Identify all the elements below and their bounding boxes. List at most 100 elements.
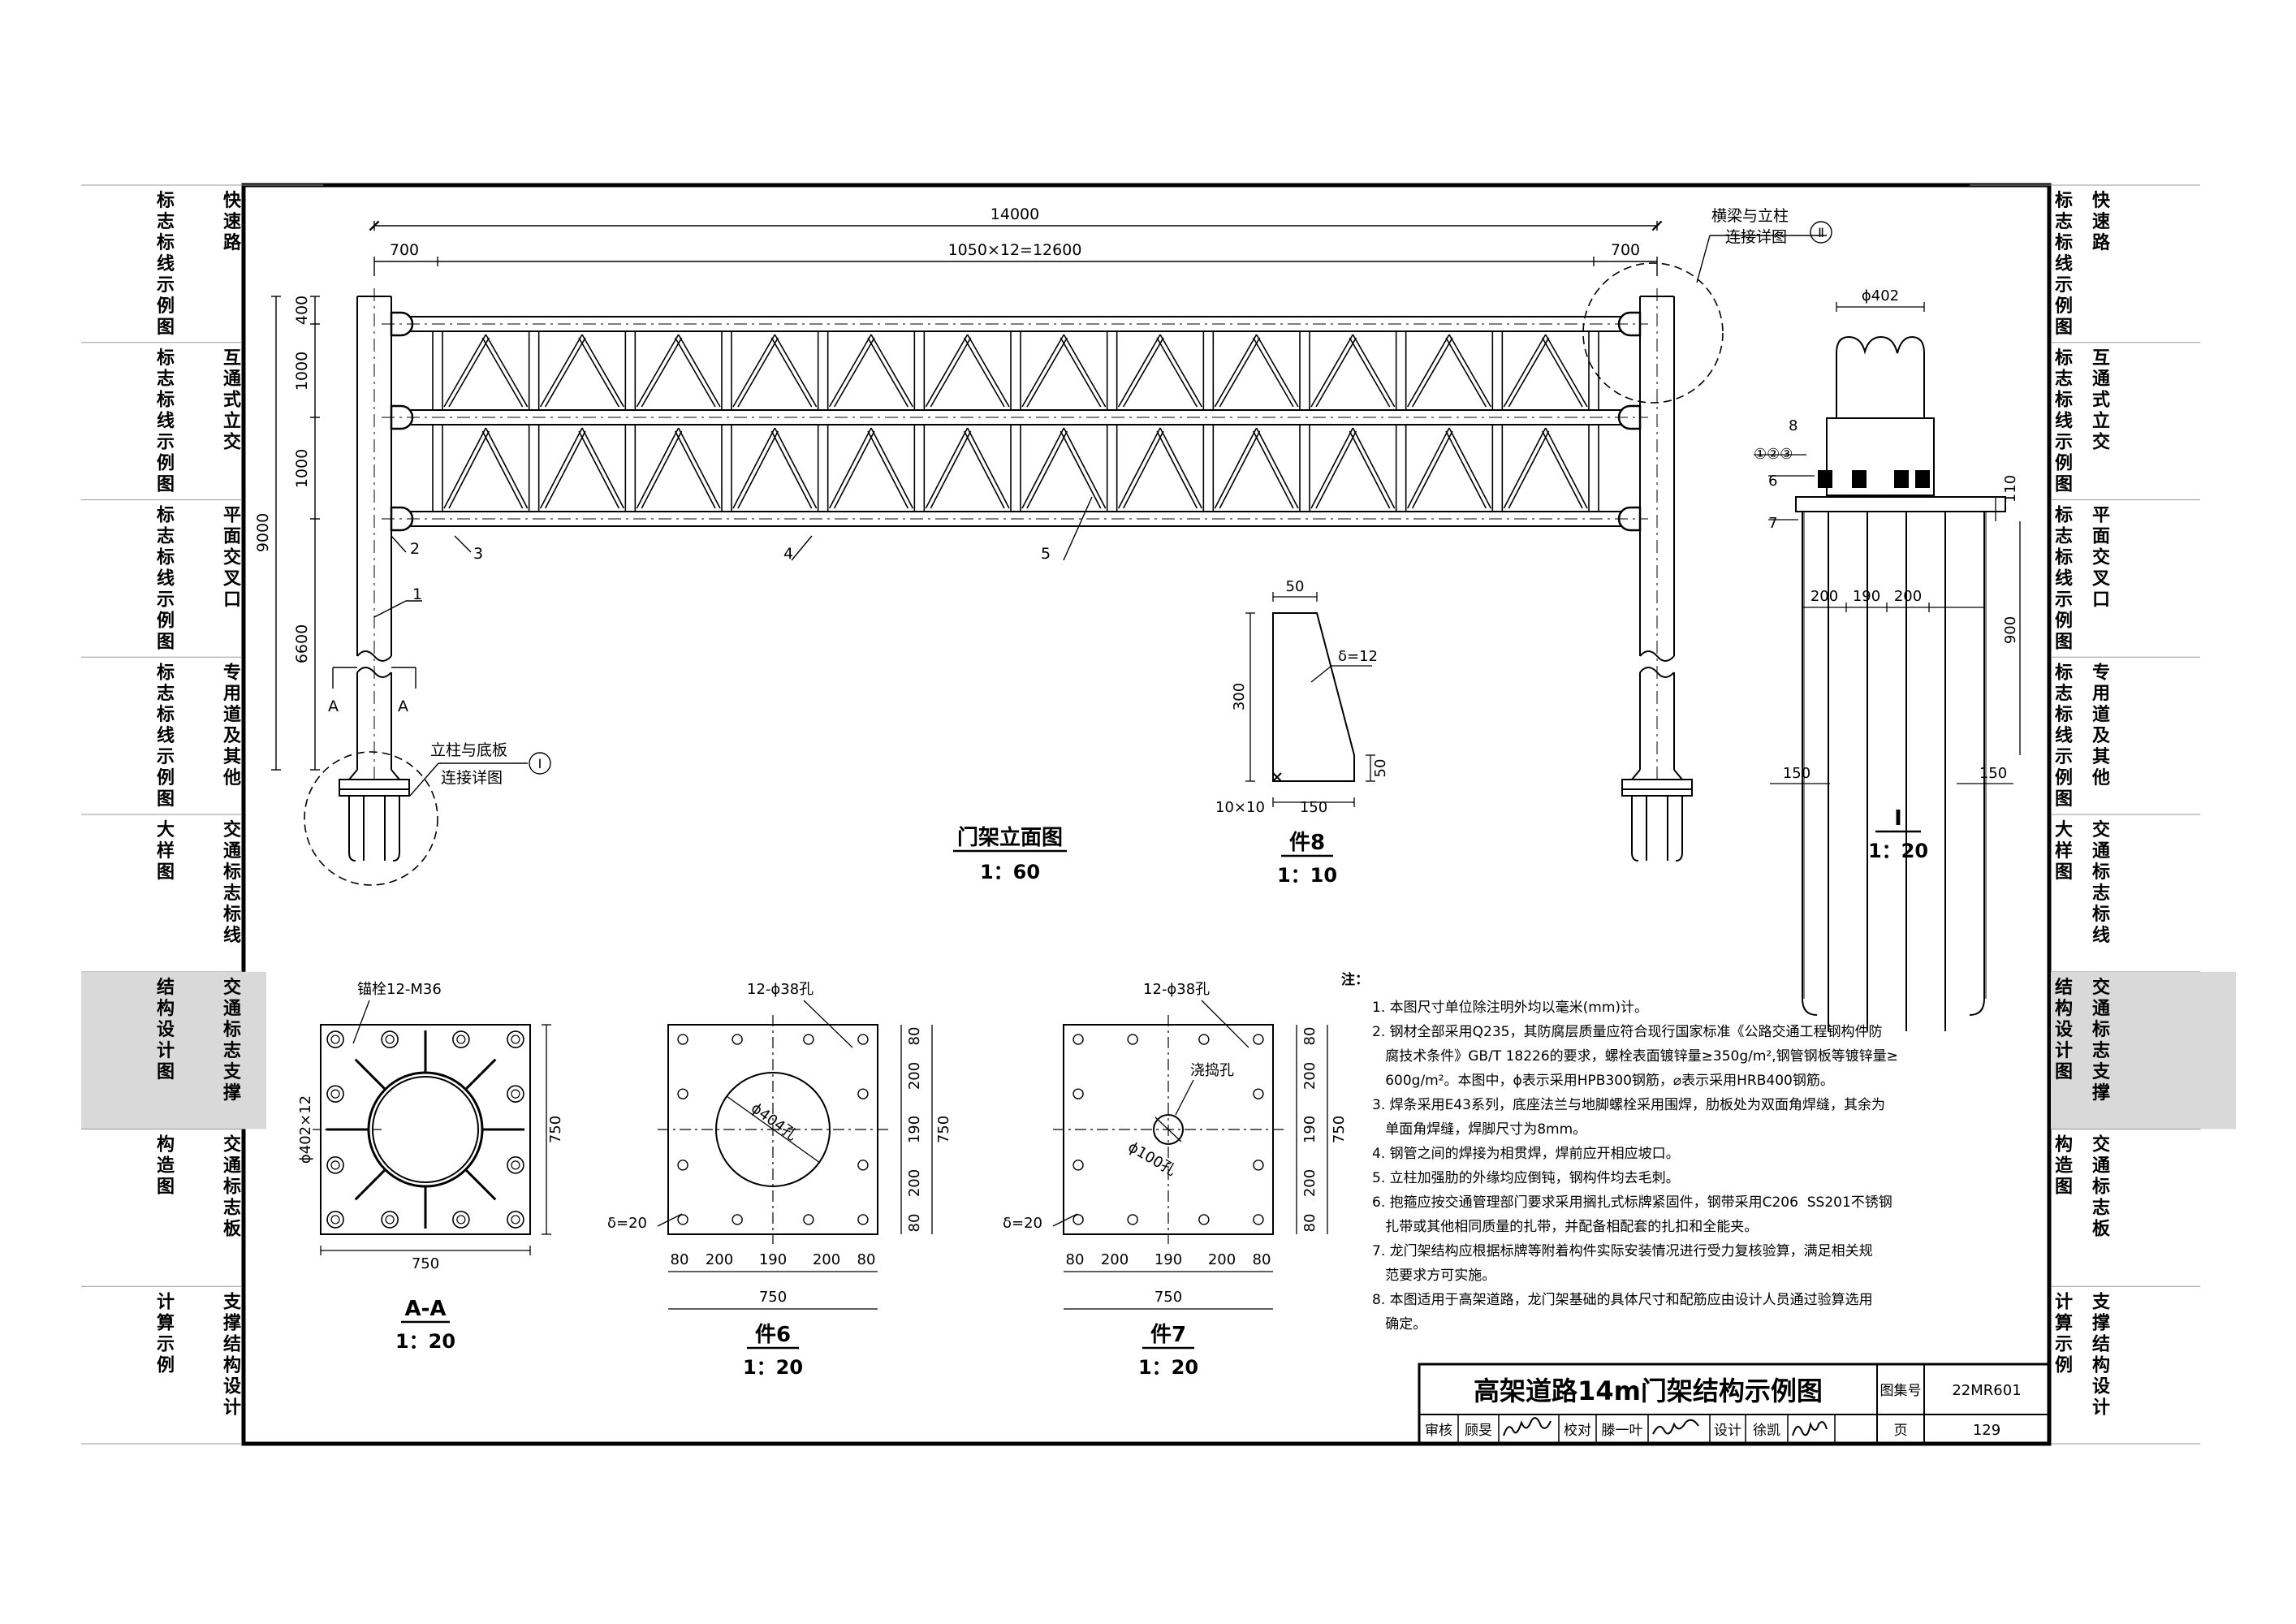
page-number: 129	[1973, 1422, 2000, 1439]
side-tab-1[interactable]	[81, 185, 266, 343]
p7-h-dim-1: 200	[1101, 1251, 1129, 1268]
d1-scale: 1：20	[1868, 840, 1928, 862]
p7-v-total: 750	[1331, 1116, 1348, 1143]
side-tab-5[interactable]	[2051, 814, 2236, 972]
truss-diagonal	[966, 334, 1010, 408]
p8-dim-50-top: 50	[1286, 578, 1305, 595]
side-tab-char: 设	[2092, 1376, 2110, 1397]
side-tab-char: 通	[2092, 841, 2110, 862]
p7-h-dim-2: 190	[1154, 1251, 1182, 1268]
side-tab-char: 交	[223, 819, 241, 840]
side-tab-2[interactable]	[81, 343, 266, 500]
p8-dim-50-right: 50	[1372, 759, 1389, 778]
side-tab-3[interactable]	[2051, 500, 2236, 658]
truss-diagonal	[1063, 427, 1107, 509]
side-tab-char: 及	[2092, 726, 2111, 746]
side-tab-char: 图	[157, 1177, 175, 1198]
p6-h-dim-3: 200	[813, 1251, 840, 1268]
truss-diagonal	[1445, 430, 1487, 509]
side-tab-6[interactable]	[2051, 972, 2236, 1129]
anchor-bolt-core	[456, 1215, 466, 1224]
side-tab-char: 例	[2055, 454, 2073, 474]
p7-h-dim-3: 200	[1208, 1251, 1236, 1268]
side-tab-8[interactable]	[2051, 1286, 2236, 1444]
section-aa-drawing	[313, 1000, 551, 1255]
side-tab-4[interactable]	[2051, 657, 2236, 814]
aa-bolt-label: 锚栓12-M36	[357, 981, 442, 998]
detail-circle-bottom	[304, 751, 438, 886]
truss-diagonal	[641, 337, 683, 408]
side-tab-char: 志	[2092, 1041, 2110, 1061]
truss-diagonal	[870, 334, 914, 408]
p7-delta: δ=20	[1003, 1215, 1042, 1232]
side-tab-char: 平	[2092, 506, 2110, 526]
side-tab-char: 线	[157, 253, 175, 274]
p7-v-dim-3: 200	[1301, 1169, 1318, 1197]
atlas-label: 图集号	[1880, 1383, 1922, 1399]
truss-diagonal	[1503, 334, 1547, 408]
side-tab-char: 标	[2055, 662, 2073, 683]
side-tab-char: 板	[223, 1220, 242, 1240]
side-tab-7[interactable]	[81, 1129, 266, 1287]
side-tab-char: 速	[223, 211, 241, 232]
side-tab-2[interactable]	[2051, 343, 2236, 500]
p7-hole-label: 12-ϕ38孔	[1143, 981, 1210, 998]
truss-diagonal	[1544, 334, 1588, 408]
elevation-text: 14000 700 1050×12=12600 700 400 1000 100…	[254, 205, 1832, 883]
side-tab-char: 及	[223, 726, 242, 746]
d1-dim-200a: 200	[1810, 588, 1838, 605]
side-tab-char: 板	[2092, 1220, 2111, 1240]
side-tab-char: 速	[2092, 211, 2110, 232]
side-tab-char: 标	[157, 232, 175, 253]
side-tab-char: 结	[157, 977, 175, 998]
check-label: 校对	[1564, 1423, 1591, 1439]
p6-scale: 1：20	[743, 1356, 803, 1379]
side-tab-char: 标	[157, 704, 175, 725]
side-tab-char: 示	[2055, 590, 2073, 610]
d1-phi: ϕ402	[1862, 287, 1899, 304]
side-tab-char: 互	[2092, 348, 2110, 369]
side-tab-char: 示	[157, 1334, 175, 1354]
left-tab-column: 快速路标志标线示例图互通式立交标志标线示例图平面交叉口标志标线示例图专用道及其他…	[81, 184, 323, 1445]
side-tab-char: 造	[157, 1156, 175, 1177]
note-line: 范要求方可实施。	[1372, 1268, 1495, 1284]
truss-diagonal	[833, 430, 875, 509]
side-tab-char: 标	[157, 390, 175, 411]
truss-diagonal	[1448, 427, 1492, 509]
detail-top-text2: 连接详图	[1725, 228, 1787, 246]
p7-h-total: 750	[1154, 1289, 1182, 1306]
side-tab-char: 计	[2092, 1397, 2110, 1418]
side-tab-char: 计	[157, 1041, 175, 1061]
d1-title: Ⅰ	[1894, 806, 1902, 831]
side-tab-char: 标	[157, 546, 175, 568]
side-tab-5[interactable]	[81, 814, 266, 972]
d1-dim-150-left: 150	[1783, 765, 1810, 782]
truss-diagonal	[677, 334, 721, 408]
bolt-hole	[803, 1214, 814, 1225]
side-tab-char: 志	[2055, 212, 2073, 232]
truss-diagonal	[1063, 334, 1107, 408]
side-tab-3[interactable]	[81, 500, 266, 658]
p7-h-dim-4: 80	[1253, 1251, 1271, 1268]
side-tab-char: 标	[2055, 390, 2073, 411]
truss-diagonal	[1117, 334, 1161, 408]
side-tab-8[interactable]	[81, 1286, 266, 1444]
side-tab-6[interactable]	[81, 972, 266, 1129]
side-tab-char: 线	[2055, 568, 2073, 589]
dim-mid: 1050×12=12600	[948, 241, 1082, 259]
side-tab-char: 示	[157, 433, 175, 453]
side-tab-1[interactable]	[2051, 185, 2236, 343]
p7-pour-label: 浇捣孔	[1190, 1062, 1234, 1079]
truss-diagonal	[737, 337, 779, 408]
side-tab-char: 标	[157, 662, 175, 683]
anchor-bolt-core	[330, 1215, 340, 1224]
side-tab-char: 交	[2092, 546, 2110, 568]
bolt-hole	[1072, 1214, 1084, 1225]
d1-part-7: 7	[1768, 515, 1777, 532]
side-tab-7[interactable]	[2051, 1129, 2236, 1287]
detail-top-bubble	[1810, 221, 1832, 244]
title-block	[1418, 1363, 2051, 1445]
side-tab-char: 通	[2092, 1156, 2110, 1177]
side-tab-char: 例	[2055, 611, 2073, 631]
side-tab-4[interactable]	[81, 657, 266, 814]
